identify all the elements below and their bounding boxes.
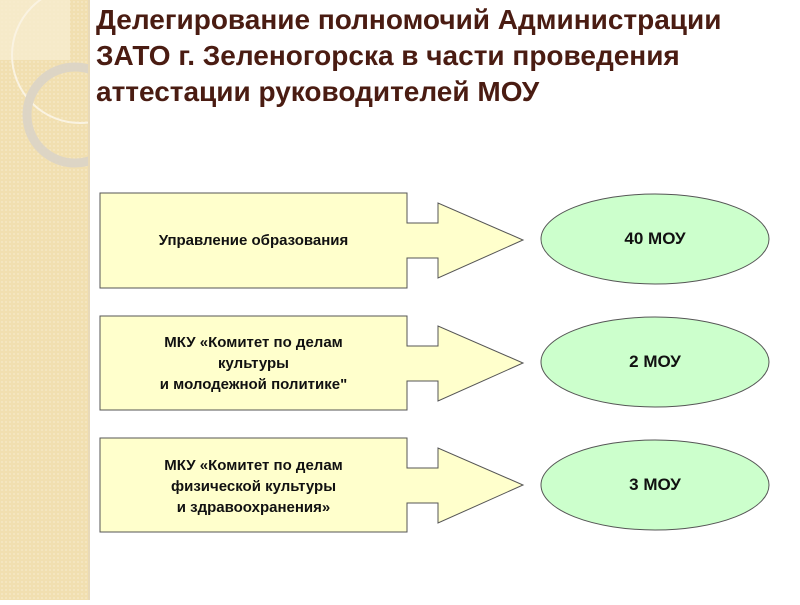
source-label-3: МКУ «Комитет по делам физической культур… [100, 455, 407, 518]
source-line: МКУ «Комитет по делам [164, 457, 343, 474]
arrow-box-1 [99, 192, 525, 289]
source-line: и здравоохранения» [176, 499, 331, 516]
decorative-circles-icon [0, 0, 149, 168]
sidebar-edge [88, 0, 90, 600]
arrow-box-2 [99, 315, 525, 411]
arrow-box-3 [99, 437, 525, 533]
source-line: культуры [218, 355, 289, 372]
source-line: МКУ «Комитет по делам [164, 334, 343, 351]
source-line: физической культуры [171, 478, 336, 495]
oval-3 [540, 439, 770, 531]
source-line: и молодежной политике" [159, 376, 348, 393]
target-label-3: 3 МОУ [629, 475, 681, 494]
oval-1 [540, 193, 770, 285]
source-label-1: Управление образования [158, 232, 349, 249]
source-label-2: МКУ «Комитет по делам культуры и молодеж… [100, 332, 407, 395]
target-label-1: 40 МОУ [624, 229, 686, 248]
slide-title: Делегирование полномочий Администрации З… [96, 4, 722, 107]
decorative-sidebar [0, 0, 149, 600]
target-label-2: 2 МОУ [629, 352, 681, 371]
oval-2 [540, 316, 770, 408]
